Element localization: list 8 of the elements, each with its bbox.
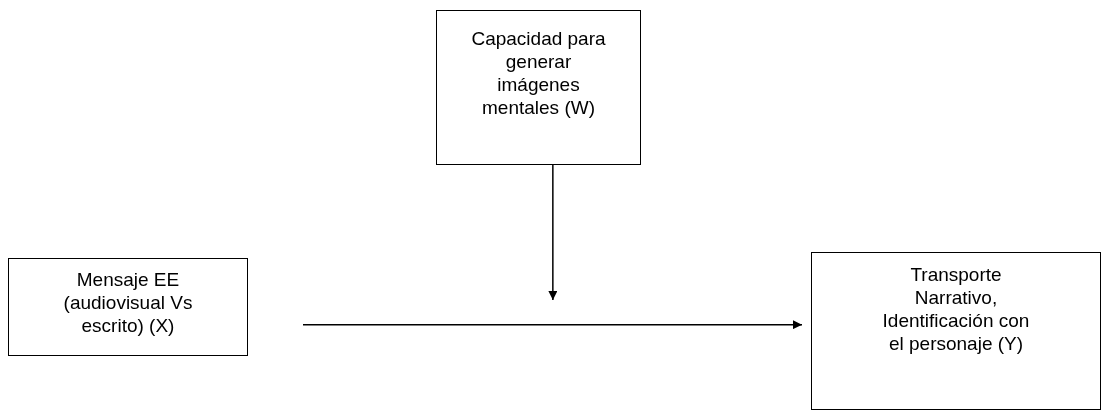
arrow	[548, 164, 558, 301]
node-label: Transporte Narrativo, Identificación con el personaje (Y)	[881, 263, 1031, 355]
arrow	[302, 320, 803, 330]
text-box	[811, 252, 1101, 410]
text-box	[436, 10, 641, 165]
text-box	[8, 258, 248, 356]
node-label: Capacidad para generar imágenes mentales (W)	[470, 27, 607, 119]
node-label: Mensaje EE (audiovisual Vs escrito) (X)	[62, 268, 194, 337]
